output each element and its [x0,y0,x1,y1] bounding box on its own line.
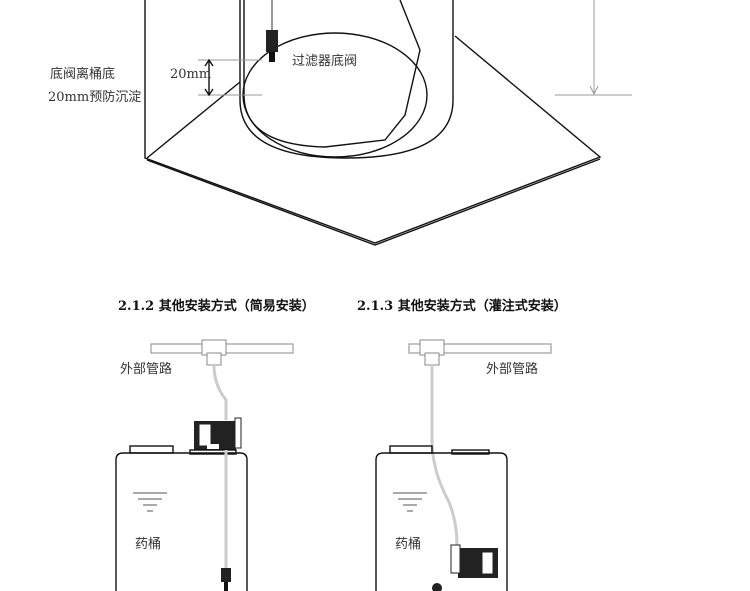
foot-valve-tip [269,52,275,62]
heading-pour-install: 2.1.3 其他安装方式（灌注式安装） [357,298,567,314]
tee-joint [424,352,440,366]
tee-joint [206,352,222,366]
tank-label: 药桶 [395,537,421,552]
floor-edge [146,158,601,246]
simple-install-figure: 外部管路 药桶 [115,339,294,591]
inner-liner [243,0,421,148]
pipe-label: 外部管路 [486,361,538,377]
external-pipe [408,343,552,354]
chemical-tank [115,452,248,591]
pipe-label: 外部管路 [120,361,172,377]
floor-back-edge [146,81,241,159]
valve-label: 过滤器底阀 [292,53,357,69]
foot-valve-icon [221,568,231,582]
floor-plane [144,0,602,244]
dimension-arrow-icon [204,58,214,97]
cylinder-outline [239,0,454,159]
dimension-label: 20mm [170,67,211,82]
chemical-tank [375,452,508,591]
note-line-1: 底阀离桶底 [50,66,115,82]
liquid-level-icon [133,492,167,512]
tank-label: 药桶 [135,537,161,552]
heading-simple-install: 2.1.2 其他安装方式（简易安装） [118,298,315,314]
pour-install-figure: 外部管路 药桶 [375,339,552,591]
liquid-level-icon [393,492,427,512]
foot-valve-icon [266,30,278,52]
tank-bottom-figure: 过滤器底阀 20mm 底阀离桶底 20mm预防沉淀 [48,0,632,246]
height-arrow-icon [589,85,599,96]
note-line-2: 20mm预防沉淀 [48,89,141,105]
